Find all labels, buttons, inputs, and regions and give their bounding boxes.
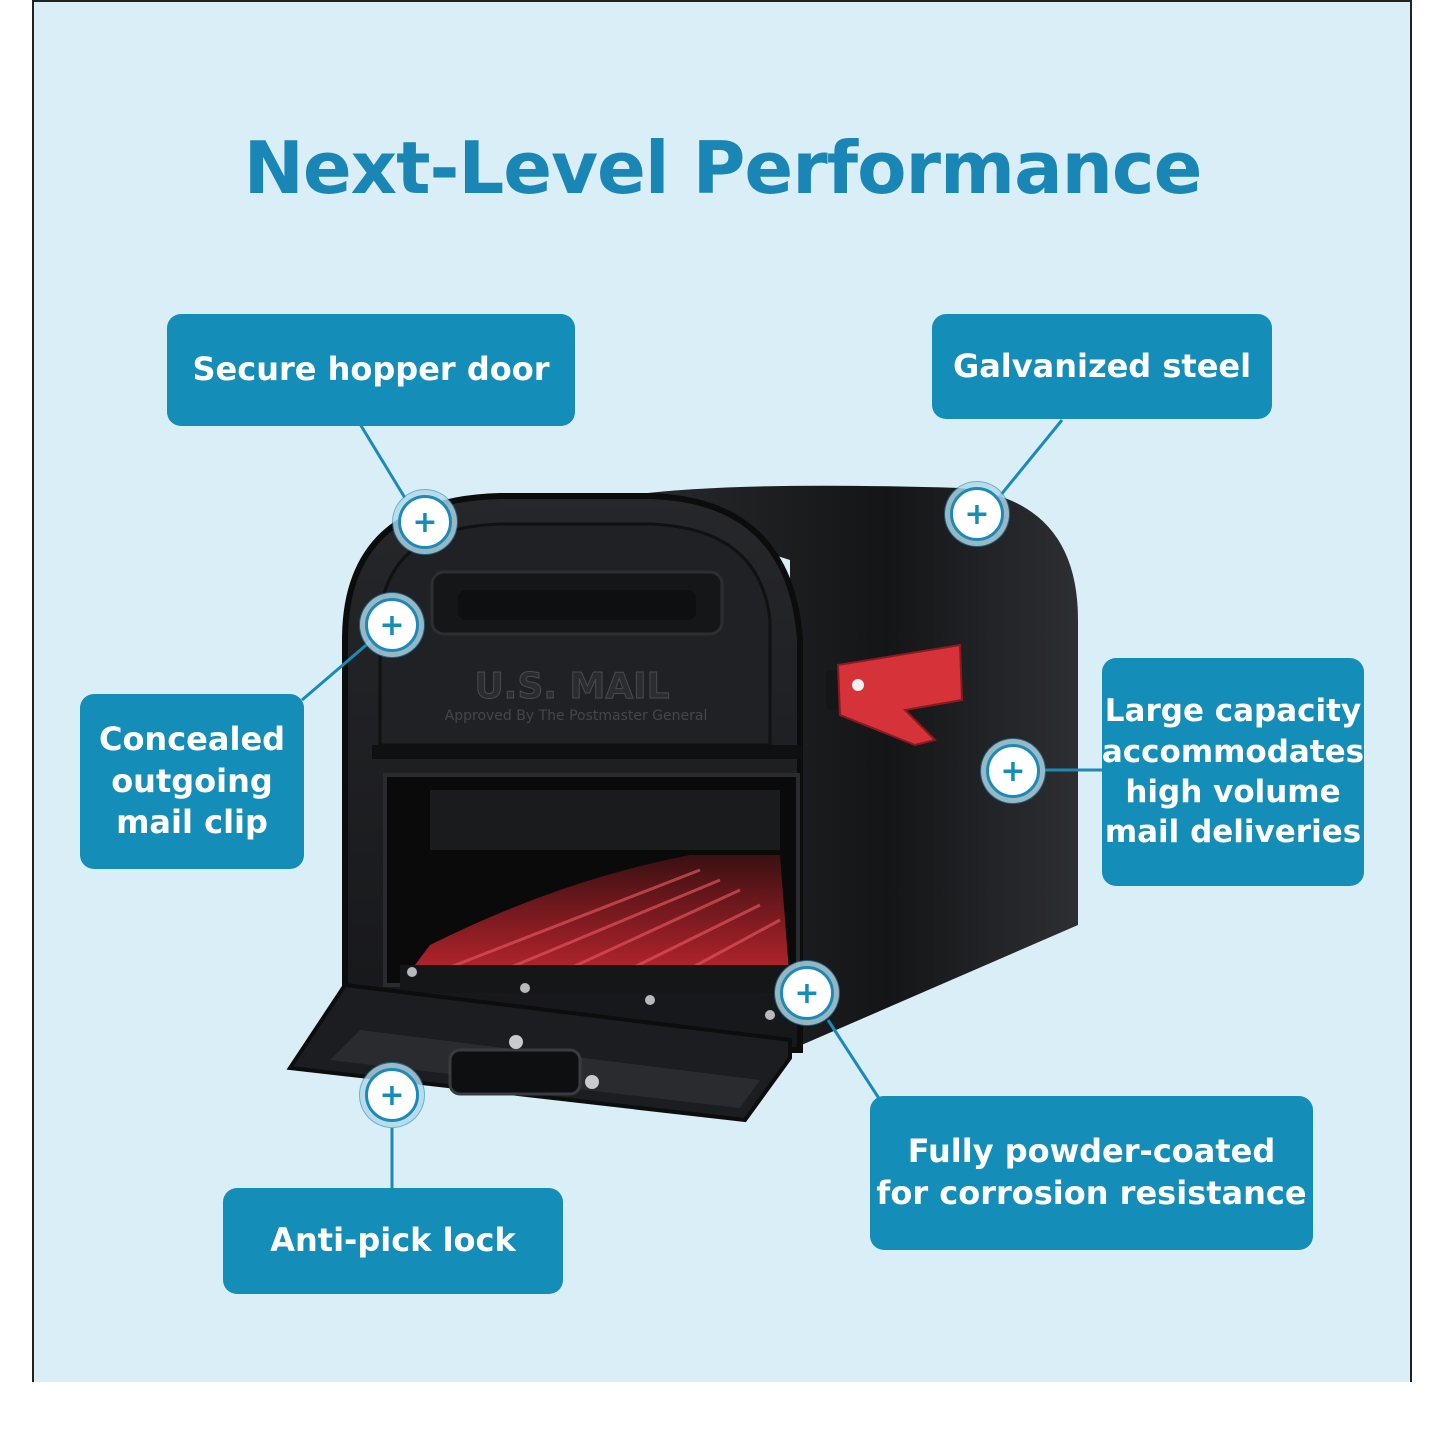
callout-lock-text: Anti-pick lock — [270, 1221, 516, 1260]
postmaster-stamp: Approved By The Postmaster General — [445, 708, 708, 724]
plus-icon: + — [379, 607, 405, 643]
callout-concealed-mail-clip: Concealed outgoing mail clip — [80, 694, 304, 869]
mailbox-floor — [400, 855, 790, 985]
leader-steel — [998, 419, 1064, 497]
callout-secure-hopper-door: Secure hopper door — [167, 314, 575, 426]
hotspot-mail-clip[interactable]: + — [365, 598, 419, 652]
plus-icon: + — [412, 504, 438, 540]
callout-large-capacity: Large capacity accommodates high volume … — [1102, 658, 1364, 886]
plus-icon: + — [379, 1077, 405, 1113]
callout-hopper-text: Secure hopper door — [192, 350, 550, 389]
callout-clip-text: Concealed outgoing mail clip — [98, 720, 286, 842]
us-mail-stamp: U.S. MAIL — [474, 666, 669, 707]
hotspot-powder-coated[interactable]: + — [780, 966, 834, 1020]
callout-powder-coated: Fully powder-coated for corrosion resist… — [870, 1096, 1313, 1250]
hotspot-large-capacity[interactable]: + — [986, 744, 1040, 798]
hotspot-galvanized-steel[interactable]: + — [950, 487, 1004, 541]
hotspot-hopper-door[interactable]: + — [398, 495, 452, 549]
leader-hopper — [358, 423, 407, 499]
leader-clip — [301, 638, 373, 702]
hotspot-anti-pick-lock[interactable]: + — [365, 1068, 419, 1122]
leader-coating — [826, 1019, 882, 1101]
mailbox-side — [600, 485, 1078, 1050]
callout-anti-pick-lock: Anti-pick lock — [223, 1188, 563, 1294]
callout-galvanized-steel: Galvanized steel — [932, 314, 1272, 419]
plus-icon: + — [964, 496, 990, 532]
plus-icon: + — [794, 975, 820, 1011]
red-flag — [836, 643, 964, 747]
callout-capacity-text: Large capacity accommodates high volume … — [1101, 693, 1365, 851]
callout-coating-text: Fully powder-coated for corrosion resist… — [876, 1132, 1307, 1212]
callout-steel-text: Galvanized steel — [952, 346, 1252, 385]
page-title: Next-Level Performance — [243, 126, 1203, 210]
lock-mechanism — [448, 1048, 582, 1096]
plus-icon: + — [1000, 753, 1026, 789]
